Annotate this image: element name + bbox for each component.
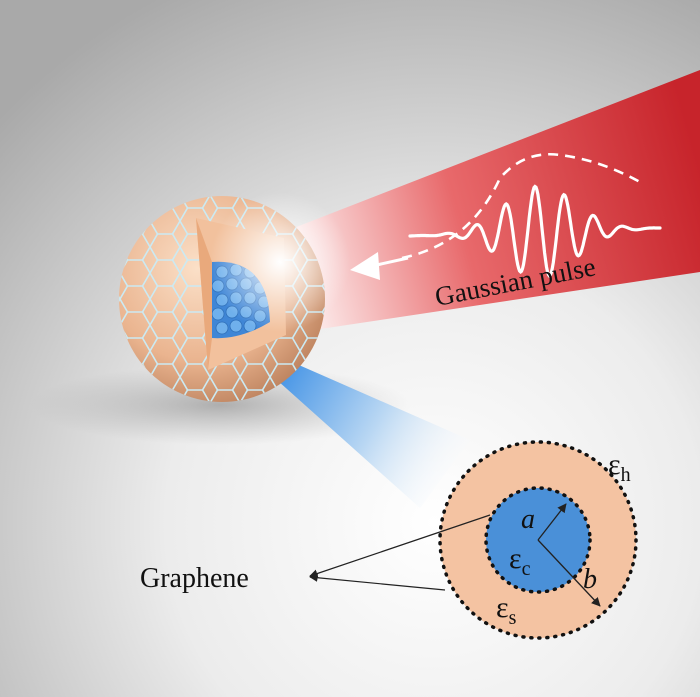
zoom-cone <box>268 362 470 508</box>
cross-section-schematic <box>438 440 638 640</box>
eps-c-label: εc <box>509 542 531 580</box>
radius-a-arrow <box>537 503 567 541</box>
eps-h-label: εh <box>608 448 631 486</box>
radius-a-label: a <box>521 504 535 535</box>
radius-b-label: b <box>583 564 597 595</box>
radius-b-arrow <box>537 539 601 607</box>
gaussian-pulse-waveform <box>350 152 662 280</box>
graphene-callout-lines <box>309 514 491 591</box>
pulse-direction-arrow <box>350 252 380 280</box>
graphene-label: Graphene <box>140 563 249 594</box>
eps-s-label: εs <box>496 591 517 629</box>
core-shell-nanoparticle <box>119 192 350 402</box>
